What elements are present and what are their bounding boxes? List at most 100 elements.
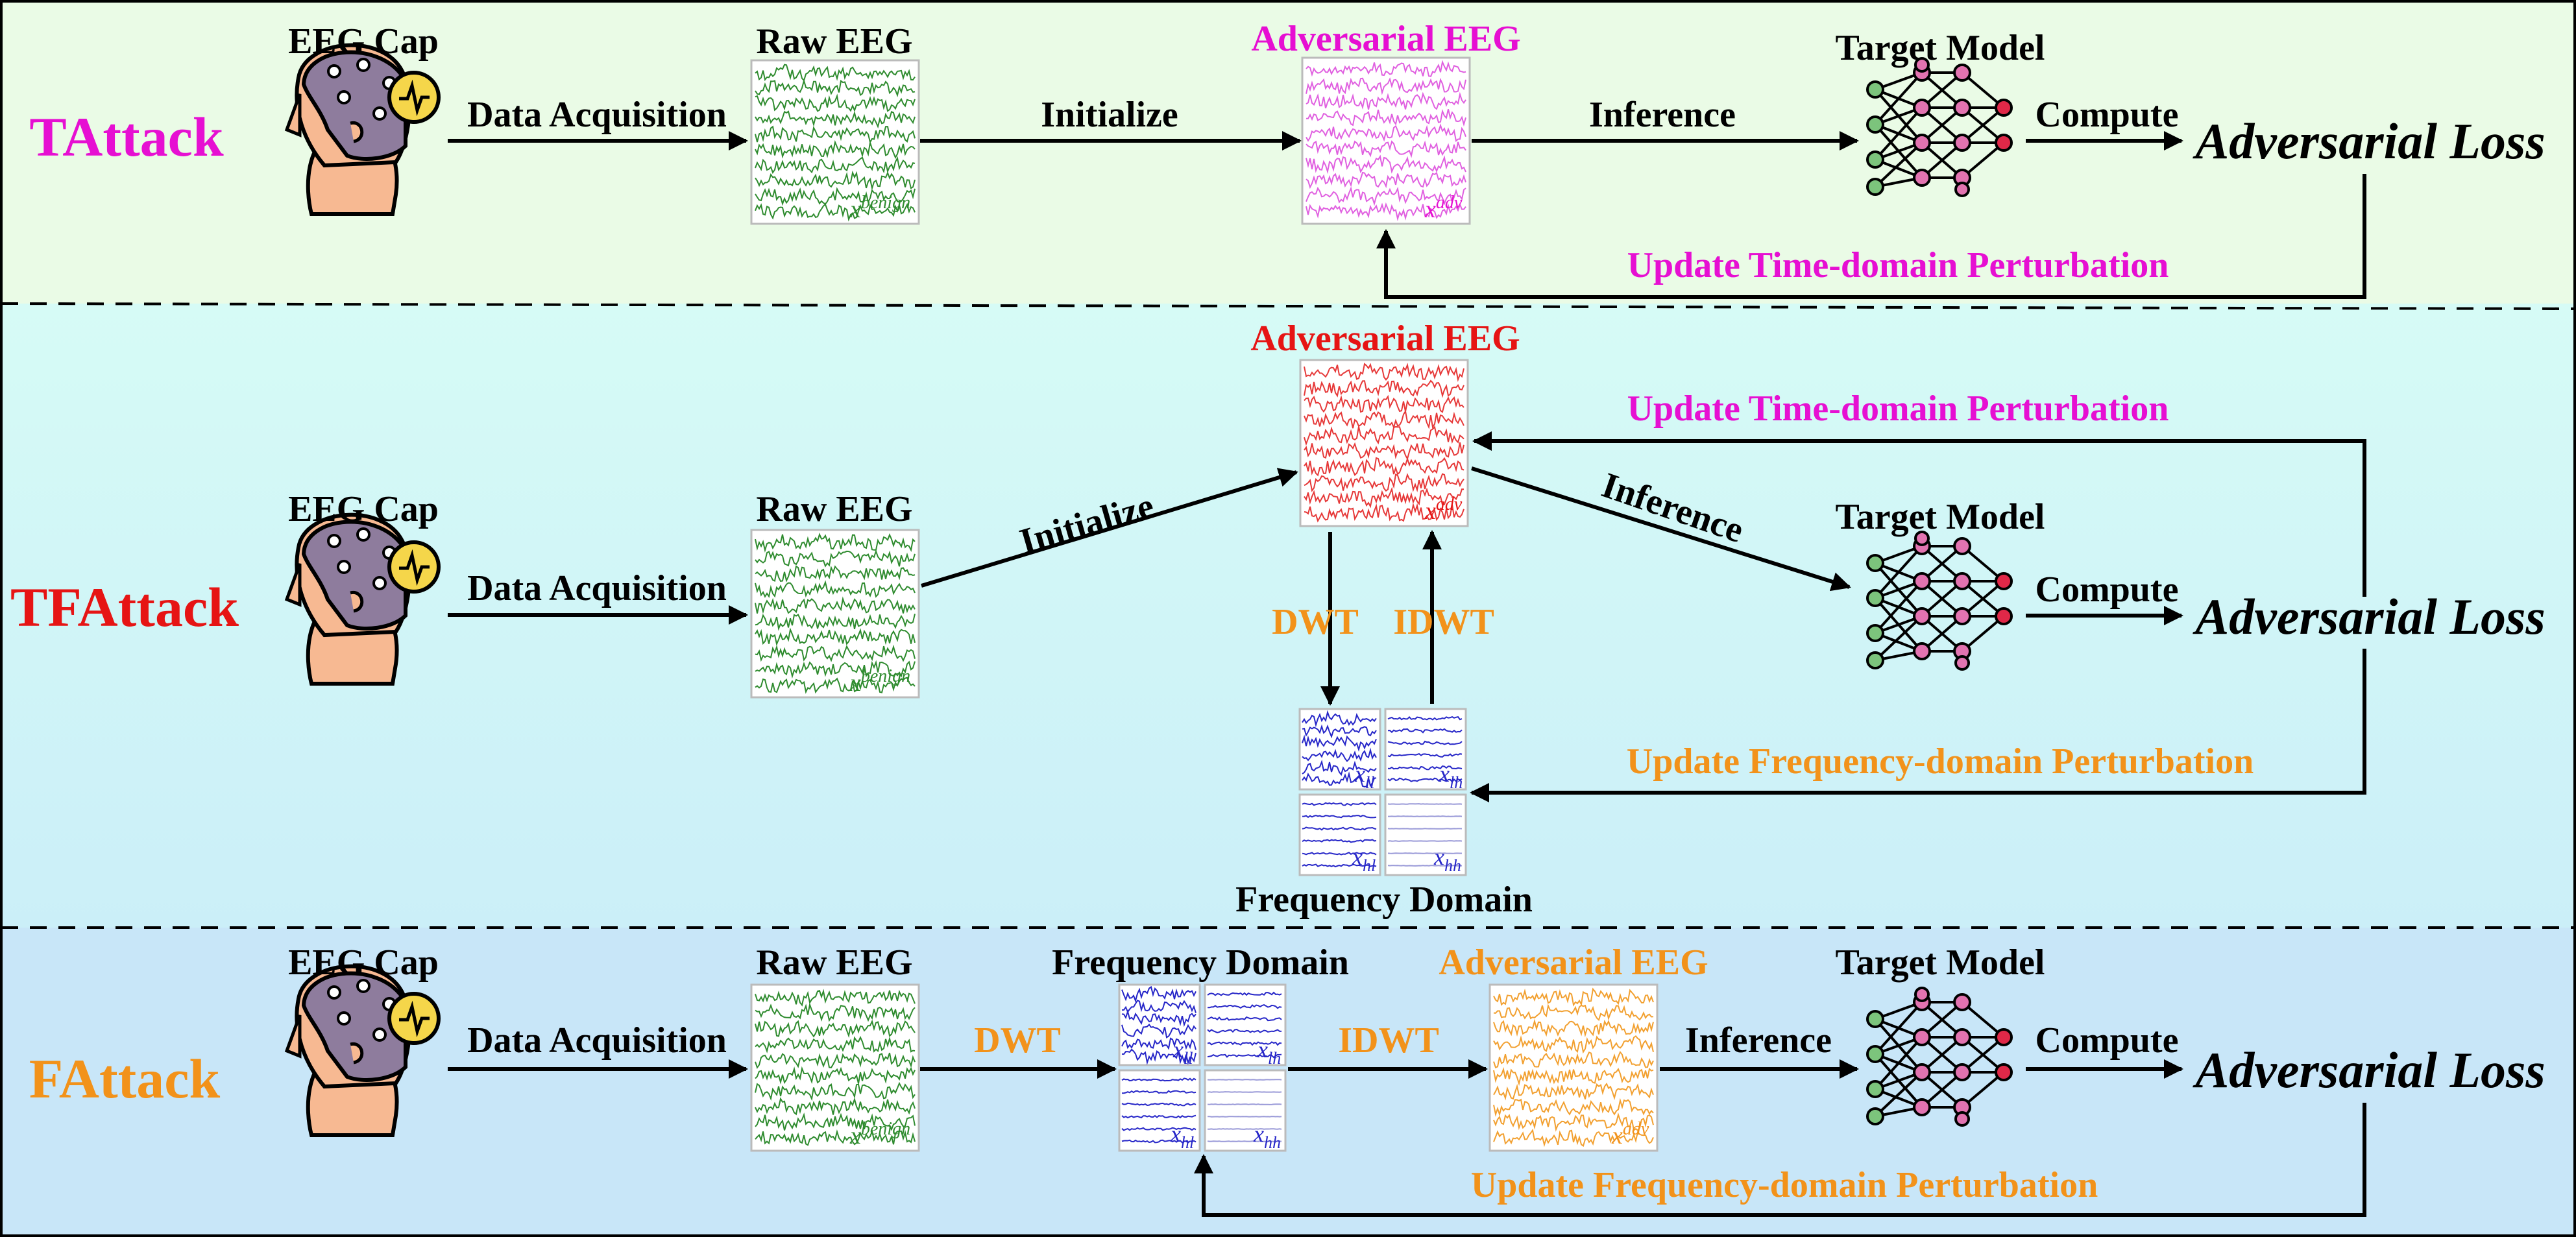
label-raw-eeg-1: Raw EEG [756,21,912,62]
eeg-waveform-group [1207,1079,1282,1142]
eeg-trace [1306,77,1466,95]
eeg-trace [1207,1079,1282,1081]
eeg-trace [755,565,916,582]
eeg-waveform-group [755,533,916,694]
subscript-x-lh-3: xlh [1257,1037,1281,1068]
eeg-trace [1493,1018,1654,1038]
eeg-trace [1304,363,1464,382]
eeg-trace [1387,828,1463,830]
eeg-trace [755,627,916,647]
label-dwt-2: DWT [1272,602,1359,642]
eeg-trace [1493,1003,1654,1022]
eeg-waveform-group [1387,715,1463,783]
eeg-trace [1306,186,1466,206]
eeg-trace [1302,802,1377,806]
label-target-model-2: Target Model [1836,497,2045,537]
eeg-trace [1121,1048,1197,1065]
adversarial-loss-3: Adversarial Loss [2192,1042,2546,1098]
row-title-fattack: FAttack [29,1048,221,1110]
eeg-trace [1208,1004,1282,1009]
eeg-trace [1207,1028,1282,1033]
eeg-waveform-group [755,64,916,222]
eeg-trace [1387,765,1463,771]
eeg-trace [755,660,916,679]
subscript-x-hh-2: xhh [1433,844,1461,875]
eeg-waveform-group [1302,802,1377,868]
subscript-x-ll-2: xll [1354,761,1374,792]
eeg-trace [1306,140,1466,158]
label-idwt-3: IDWT [1338,1020,1439,1061]
eeg-trace [1387,740,1463,745]
eeg-trace [1121,1037,1197,1050]
label-update-freq-3: Update Frequency-domain Perturbation [1471,1165,2098,1205]
adversarial-eeg-panel-1: xadv [1301,56,1471,225]
eeg-trace [1493,1067,1654,1087]
eeg-trace [755,644,916,662]
eeg-trace [755,549,916,568]
eeg-trace [1493,1098,1654,1117]
eeg-trace [1302,852,1377,856]
eeg-trace [755,202,916,222]
eeg-trace [1207,1053,1282,1059]
subscript-x-benign-2: xbenign [849,666,910,697]
eeg-trace [1304,426,1464,446]
eeg-trace [1121,1000,1197,1014]
eeg-trace [1304,442,1464,461]
label-update-time-1: Update Time-domain Perturbation [1627,245,2169,285]
eeg-trace [1387,852,1462,854]
subscript-x-hh-3: xhh [1253,1121,1281,1152]
eeg-trace [1302,724,1377,739]
eeg-trace [1304,379,1464,398]
label-target-model-1: Target Model [1836,28,2045,68]
subscript-x-adv-2: xadv [1424,494,1463,525]
eeg-trace [1302,815,1377,819]
eeg-trace [755,1052,916,1069]
eeg-trace [755,78,916,97]
eeg-trace [1304,394,1464,413]
label-inference-1: Inference [1589,95,1736,135]
subscript-x-benign-3: xbenign [849,1119,910,1149]
eeg-waveform-group [1304,363,1464,523]
eeg-trace [1121,1009,1197,1027]
eeg-trace [755,187,916,206]
eeg-trace [1207,1140,1282,1142]
eeg-trace [1302,760,1377,776]
label-eeg-cap-3: EEG Cap [288,943,439,983]
eeg-trace [755,1081,916,1101]
eeg-trace [755,1066,916,1085]
eeg-waveform-group [1387,803,1463,867]
eeg-waveform-group [1493,987,1654,1147]
label-update-freq-2: Update Frequency-domain Perturbation [1627,741,2254,782]
eeg-trace [1302,839,1377,843]
eeg-trace [755,580,916,599]
label-compute-3: Compute [2035,1020,2179,1061]
label-data-acquisition-2: Data Acquisition [467,568,727,608]
eeg-trace [755,614,916,631]
eeg-trace [1121,985,1197,1003]
eeg-trace [755,677,916,694]
adversarial-loss-2: Adversarial Loss [2192,588,2546,645]
eeg-trace [1306,171,1466,189]
eeg-trace [1207,1041,1282,1046]
eeg-trace [1207,991,1282,996]
subscript-x-benign-1: xbenign [849,193,910,223]
eeg-trace [755,139,916,160]
eeg-trace [755,110,916,129]
eeg-trace [755,533,916,553]
frequency-domain-panel-3: xll xlh xhl xhh [1118,983,1287,1152]
adversarial-eeg-panel-2: xadv [1299,359,1469,527]
eeg-trace [755,125,916,144]
raw-eeg-panel-2: xbenign [750,529,920,699]
subscript-x-lh-2: xlh [1439,761,1463,792]
adversarial-eeg-panel-3: xadv [1488,983,1659,1152]
arrow-inference-2 [1471,466,1851,592]
eeg-trace [1387,728,1463,734]
label-data-acquisition-3: Data Acquisition [467,1020,727,1061]
eeg-trace [1304,486,1464,509]
label-raw-eeg-2: Raw EEG [756,489,912,529]
subscript-x-ll-3: xll [1173,1037,1193,1068]
label-frequency-domain-2: Frequency Domain [1235,880,1533,920]
